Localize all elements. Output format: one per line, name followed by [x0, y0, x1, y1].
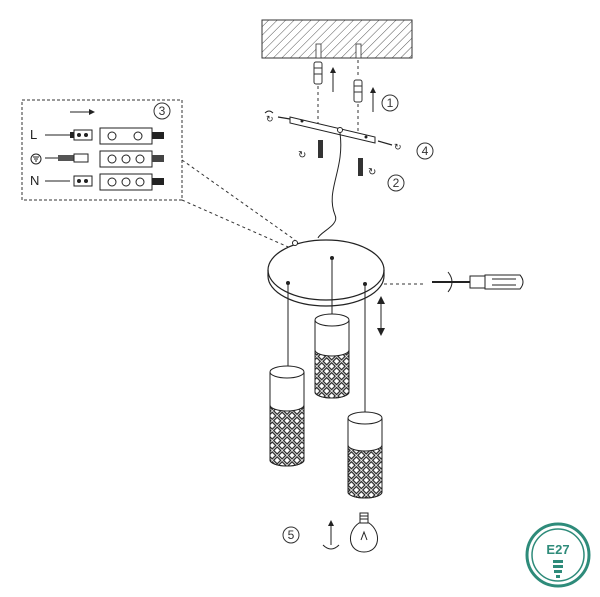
live-label: L [30, 127, 37, 142]
pendant-lamp-right [347, 411, 383, 499]
canopy [267, 239, 385, 307]
mounting-bracket [289, 116, 376, 144]
power-cable [317, 132, 342, 239]
wire-neutral [45, 175, 93, 187]
wall-plug-left [313, 61, 323, 125]
svg-text:↻: ↻ [394, 142, 402, 152]
svg-text:↻: ↻ [368, 167, 376, 178]
e27-bulb-badge-icon: E27 [525, 522, 591, 588]
bracket-screw-left: ↻ [264, 110, 291, 124]
ceiling-screw-left: ↻ [298, 140, 323, 161]
step-4-marker: 4 [416, 142, 434, 160]
svg-text:4: 4 [422, 144, 429, 158]
terminal-block-ground [99, 150, 164, 168]
suspension-cables [287, 258, 366, 412]
wire-live [45, 129, 93, 141]
terminal-block-neutral [99, 173, 164, 191]
terminal-block-live [99, 127, 164, 145]
detail-callout-lines [181, 159, 296, 251]
ceiling [261, 19, 413, 59]
bracket-screw-right: ↻ [377, 140, 402, 152]
pendant-lamp-middle [314, 313, 350, 399]
svg-text:↻: ↻ [298, 150, 306, 161]
pendant-lamp-left [269, 365, 305, 467]
svg-text:1: 1 [387, 96, 394, 110]
up-arrow-icon [330, 67, 376, 112]
step-1-marker: 1 [381, 94, 399, 112]
screwdriver-icon [432, 271, 524, 293]
ceiling-screw-right: ↻ [358, 158, 376, 178]
height-adjust-arrow-icon [377, 296, 385, 336]
wiring-detail-box: 3 L N [21, 99, 183, 201]
wall-plug-right [353, 60, 363, 132]
step-5-marker: 5 [282, 526, 300, 544]
svg-text:5: 5 [288, 528, 295, 542]
svg-text:2: 2 [393, 176, 400, 190]
svg-text:↻: ↻ [266, 114, 274, 124]
wire-ground [45, 153, 89, 163]
rotate-insert-arrow-icon [322, 520, 340, 550]
light-bulb-icon [350, 512, 378, 553]
ground-icon [30, 153, 42, 165]
svg-text:3: 3 [159, 104, 166, 118]
svg-text:E27: E27 [546, 542, 569, 557]
neutral-label: N [30, 173, 39, 188]
step-2-marker: 2 [387, 174, 405, 192]
